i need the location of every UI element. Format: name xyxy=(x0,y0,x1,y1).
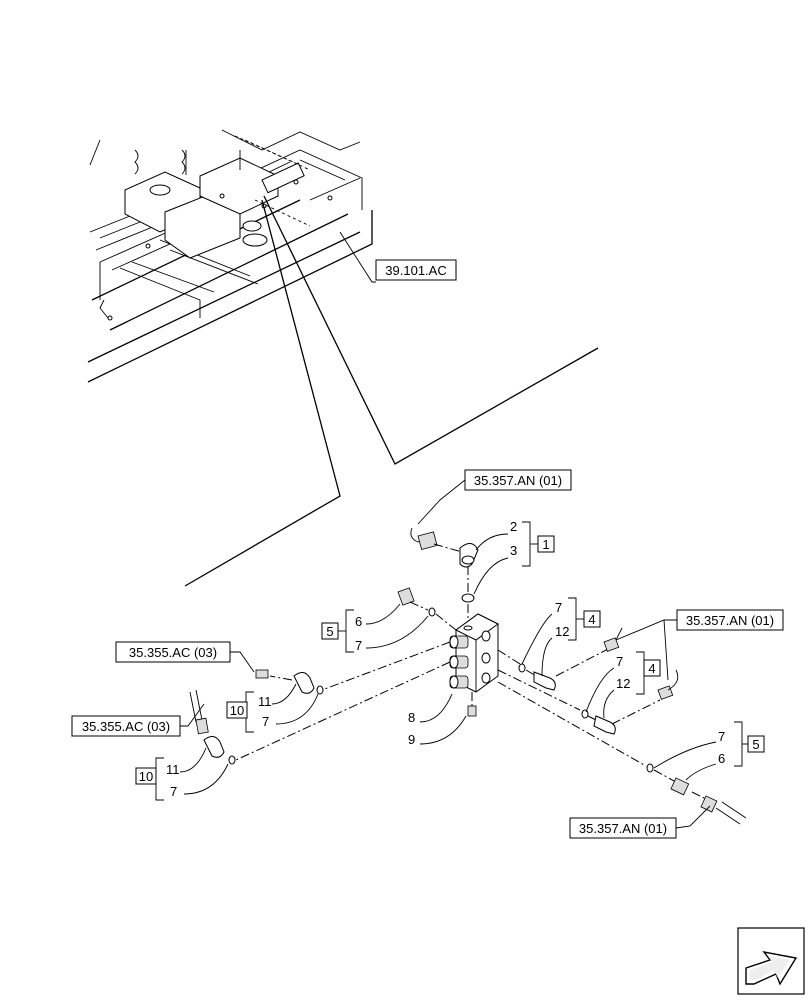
group-5-right-box[interactable]: 5 xyxy=(747,735,765,753)
group-1-box[interactable]: 1 xyxy=(537,535,555,553)
svg-text:9: 9 xyxy=(408,732,415,747)
left-adaptor-assembly: 6 7 xyxy=(338,587,457,653)
svg-text:7: 7 xyxy=(555,600,562,615)
hose-left-upper-reference-label: 35.355.AC (03) xyxy=(129,645,217,660)
frame-reference-callout[interactable]: 39.101.AC xyxy=(375,259,457,281)
o-ring-7-low xyxy=(228,755,236,765)
hose-end-top xyxy=(417,531,438,551)
bottom-right-adaptor-assembly: 7 6 xyxy=(497,681,748,825)
elbow-12-r1 xyxy=(533,671,556,691)
hose-bottom-right-reference-label: 35.357.AN (01) xyxy=(579,821,667,836)
group-4a-box[interactable]: 4 xyxy=(583,610,601,628)
valve-block-8 xyxy=(449,613,499,717)
svg-text:10: 10 xyxy=(139,769,153,784)
right-hose-ends xyxy=(603,627,679,725)
svg-text:7: 7 xyxy=(718,729,725,744)
hose-end-left-low xyxy=(195,717,209,735)
svg-text:12: 12 xyxy=(555,624,569,639)
svg-text:11: 11 xyxy=(258,694,272,709)
hose-bottom-right-reference-callout[interactable]: 35.357.AN (01) xyxy=(569,805,711,839)
adaptor-6-left xyxy=(397,587,415,606)
o-ring-7-r1 xyxy=(518,663,526,673)
block-labels: 8 9 xyxy=(408,693,467,747)
o-ring-7-br xyxy=(646,763,654,773)
group-5-left-box[interactable]: 5 xyxy=(321,622,339,640)
hose-top-reference-label: 35.357.AN (01) xyxy=(474,473,562,488)
bolt-9 xyxy=(467,705,477,717)
svg-text:4: 4 xyxy=(648,661,655,676)
svg-text:11: 11 xyxy=(166,762,180,777)
svg-text:10: 10 xyxy=(230,703,244,718)
svg-text:5: 5 xyxy=(326,624,333,639)
hose-right-reference-callout[interactable]: 35.357.AN (01) xyxy=(615,609,784,681)
frame-reference-label: 39.101.AC xyxy=(385,263,446,278)
svg-text:1: 1 xyxy=(542,537,549,552)
hose-left-lower-reference-label: 35.355.AC (03) xyxy=(82,719,170,734)
group-10-upper-box[interactable]: 10 xyxy=(226,701,248,719)
svg-text:6: 6 xyxy=(718,751,725,766)
svg-text:7: 7 xyxy=(355,638,362,653)
elbow-11-low xyxy=(203,736,225,758)
next-page-arrow-icon[interactable] xyxy=(737,927,805,995)
hose-left-upper-reference-callout[interactable]: 35.355.AC (03) xyxy=(115,641,255,673)
hose-top-reference-callout[interactable]: 35.357.AN (01) xyxy=(417,469,572,525)
o-ring-7-up xyxy=(316,685,324,695)
detail-leaders xyxy=(184,195,599,587)
svg-text:6: 6 xyxy=(355,614,362,629)
svg-text:8: 8 xyxy=(408,710,415,725)
o-ring-7-r2 xyxy=(581,709,589,719)
right-elbow-assembly-2: 7 12 xyxy=(497,651,652,735)
hose-right-reference-label: 35.357.AN (01) xyxy=(686,613,774,628)
elbow-12-r2 xyxy=(593,715,616,735)
svg-text:2: 2 xyxy=(510,519,517,534)
svg-text:5: 5 xyxy=(752,737,759,752)
hose-left-lower-reference-callout[interactable]: 35.355.AC (03) xyxy=(71,703,205,737)
svg-text:12: 12 xyxy=(616,676,630,691)
adaptor-6-br xyxy=(670,777,690,796)
svg-text:7: 7 xyxy=(616,654,623,669)
top-fittings xyxy=(410,527,479,618)
group-4b-box[interactable]: 4 xyxy=(643,659,661,677)
group-10-lower-box[interactable]: 10 xyxy=(135,767,157,785)
chassis-frame xyxy=(87,129,373,383)
hose-end-left-up xyxy=(255,669,269,679)
right-elbow-assembly-1: 7 12 xyxy=(497,597,611,691)
svg-text:7: 7 xyxy=(262,714,269,729)
svg-text:3: 3 xyxy=(510,543,517,558)
group-1-labels: 2 3 xyxy=(473,519,538,595)
elbow-11-up xyxy=(293,672,315,694)
svg-text:4: 4 xyxy=(588,612,595,627)
left-lower-assembly: 11 7 xyxy=(155,661,451,801)
left-upper-assembly: 11 7 xyxy=(245,641,451,733)
o-ring-7-left xyxy=(428,607,436,617)
o-ring-3 xyxy=(461,593,475,603)
svg-text:7: 7 xyxy=(170,784,177,799)
